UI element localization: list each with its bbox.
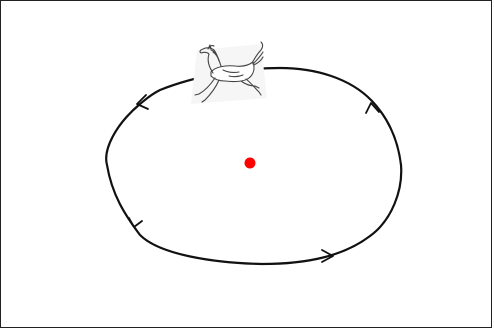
bottom-left-arrow-icon [129, 218, 142, 227]
center-dot [245, 158, 256, 169]
running-horse-icon [191, 42, 267, 104]
